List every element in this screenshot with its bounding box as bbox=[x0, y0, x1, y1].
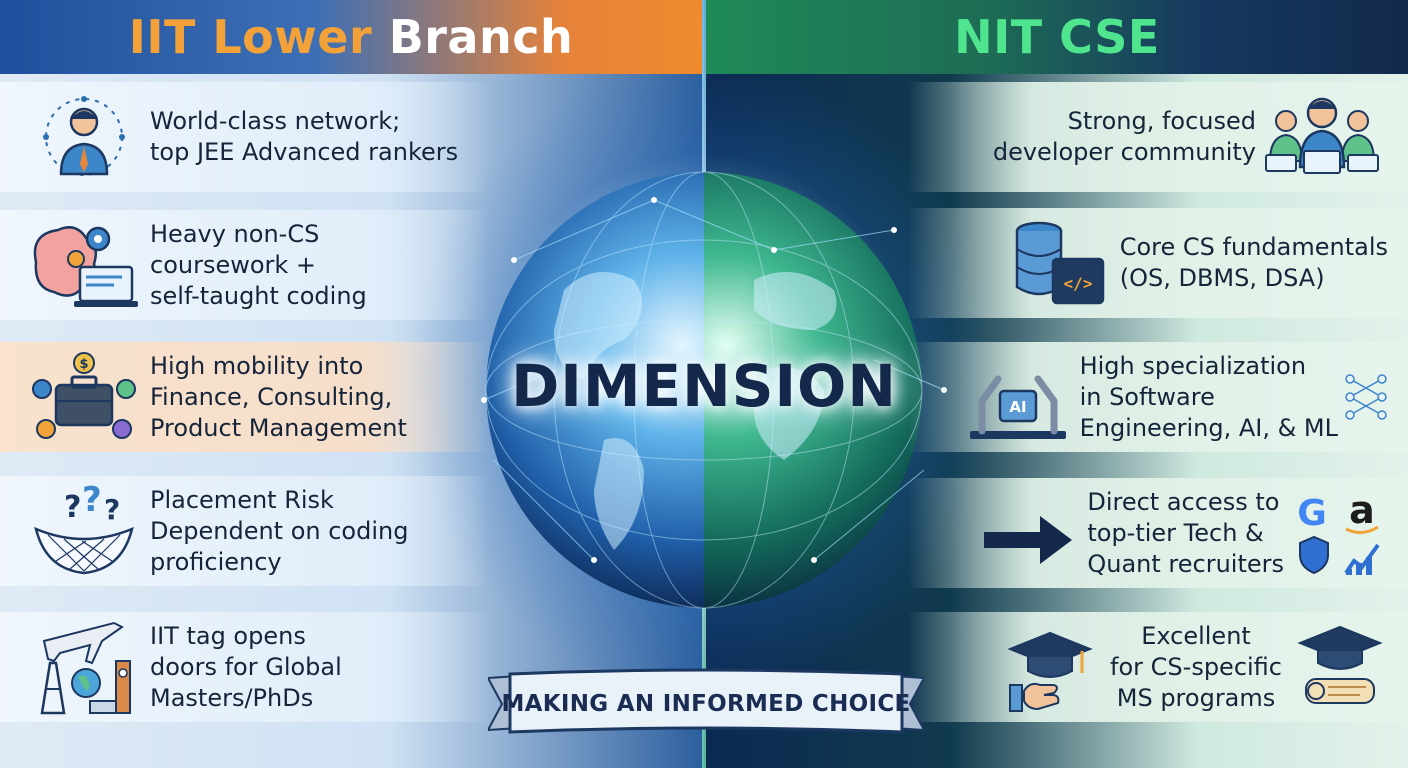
right-arrow-icon bbox=[984, 516, 1072, 564]
code-tag-label: </> bbox=[1063, 274, 1092, 293]
header-left-title-part2: Branch bbox=[388, 10, 574, 64]
left-item-placement-risk: ? ? ? Placement Risk Dependent on coding… bbox=[0, 476, 490, 586]
recruiter-logos-icon: G a bbox=[1288, 483, 1388, 583]
right-item-recruiters: Direct access to top-tier Tech & Quant r… bbox=[908, 478, 1408, 588]
right-item-text: Core CS fundamentals (OS, DBMS, DSA) bbox=[1119, 233, 1388, 292]
header-left: IIT Lower Branch bbox=[0, 0, 702, 74]
bottom-banner: MAKING AN INFORMED CHOICE bbox=[488, 668, 924, 740]
center-title: DIMENSION bbox=[511, 352, 897, 420]
left-item-network: World-class network; top JEE Advanced ra… bbox=[0, 82, 490, 192]
svg-text:?: ? bbox=[64, 490, 81, 525]
right-item-community: Strong, focused developer community bbox=[908, 82, 1408, 192]
networking-person-icon bbox=[18, 87, 150, 187]
amazon-logo: a bbox=[1349, 488, 1375, 532]
left-item-text: High mobility into Finance, Consulting, … bbox=[150, 351, 407, 442]
right-item-text: Direct access to top-tier Tech & Quant r… bbox=[1087, 487, 1284, 578]
left-item-text: Heavy non-CS coursework + self-taught co… bbox=[150, 219, 367, 310]
right-item-text: Strong, focused developer community bbox=[992, 107, 1256, 166]
left-item-global: IIT tag opens doors for Global Masters/P… bbox=[0, 612, 490, 722]
right-item-specialization: AI High specialization in Software Engin… bbox=[908, 342, 1408, 452]
neural-network-icon bbox=[1344, 367, 1388, 427]
ai-robot-arm-icon: AI bbox=[962, 347, 1074, 447]
currency-label: $ bbox=[79, 357, 88, 372]
left-item-coursework: Heavy non-CS coursework + self-taught co… bbox=[0, 210, 490, 320]
left-item-text: Placement Risk Dependent on coding profi… bbox=[150, 485, 409, 576]
brain-gears-laptop-icon bbox=[18, 215, 150, 315]
google-logo: G bbox=[1297, 493, 1327, 534]
briefcase-icon: $ bbox=[18, 347, 150, 447]
graduation-cap-icon bbox=[1000, 617, 1100, 717]
right-item-text: Excellent for CS-specific MS programs bbox=[1110, 621, 1282, 712]
global-travel-icon bbox=[18, 617, 150, 717]
question-net-icon: ? ? ? bbox=[18, 481, 150, 581]
right-item-fundamentals: </> Core CS fundamentals (OS, DBMS, DSA) bbox=[908, 208, 1408, 318]
svg-text:?: ? bbox=[82, 483, 102, 520]
left-item-mobility: $ High mobility into Finance, Consulting… bbox=[0, 342, 490, 452]
left-item-text: World-class network; top JEE Advanced ra… bbox=[150, 107, 459, 166]
diploma-icon bbox=[1292, 619, 1388, 715]
ai-chip-label: AI bbox=[1009, 398, 1026, 416]
database-code-icon: </> bbox=[1004, 213, 1114, 313]
banner-label: MAKING AN INFORMED CHOICE bbox=[501, 691, 911, 717]
globe-illustration bbox=[481, 171, 947, 609]
left-item-text: IIT tag opens doors for Global Masters/P… bbox=[150, 621, 342, 712]
right-item-ms-programs: Excellent for CS-specific MS programs bbox=[908, 612, 1408, 722]
header-left-title-part1: IIT Lower bbox=[128, 10, 373, 64]
header-right: NIT CSE bbox=[706, 0, 1408, 74]
developer-community-icon bbox=[1256, 87, 1388, 187]
header-right-title: NIT CSE bbox=[954, 10, 1160, 64]
right-item-text: High specialization in Software Engineer… bbox=[1079, 351, 1338, 442]
svg-text:?: ? bbox=[104, 493, 120, 526]
